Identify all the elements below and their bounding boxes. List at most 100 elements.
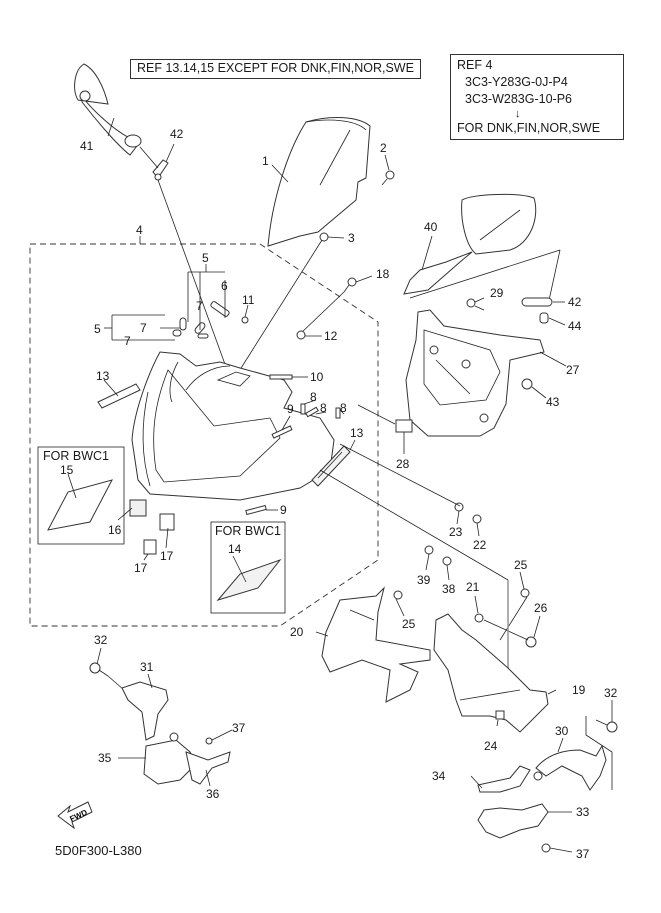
damper-8c[interactable]: [335, 407, 341, 419]
rivet-11[interactable]: [241, 316, 249, 324]
callout-3: 3: [348, 231, 355, 245]
callout-5b: 5: [94, 322, 101, 336]
mirror-left[interactable]: [74, 63, 142, 156]
bolt-32-left[interactable]: [89, 662, 109, 677]
emblem-strip-left[interactable]: [97, 383, 141, 409]
callout-16: 16: [108, 523, 122, 537]
nut-clip-24[interactable]: [495, 710, 505, 720]
graphic-15[interactable]: [47, 479, 113, 531]
screw-37-right[interactable]: [541, 843, 551, 853]
callout-37b: 37: [576, 847, 590, 861]
mirror-plate-right[interactable]: [521, 297, 553, 307]
callout-15: 15: [60, 463, 74, 477]
down-arrow-icon: ↓: [515, 108, 521, 120]
cap-17b[interactable]: [143, 539, 157, 555]
screw-38[interactable]: [442, 556, 452, 566]
screw-25b[interactable]: [393, 590, 403, 600]
mirror-plate-left[interactable]: [152, 159, 169, 181]
collar-26[interactable]: [525, 636, 537, 648]
callout-22: 22: [473, 538, 487, 552]
callout-12: 12: [324, 329, 338, 343]
upper-cowling[interactable]: [131, 351, 335, 501]
screw-18[interactable]: [343, 277, 357, 293]
windshield-screw[interactable]: [381, 170, 395, 186]
callouts: 1 2 3 4 5 5 6 7 7 7 8 8 8 9 9 10 11 12 1…: [60, 127, 618, 861]
callout-10: 10: [310, 370, 324, 384]
ref-note-ref4-code-1: 3C3-Y283G-0J-P4: [465, 75, 568, 89]
screw-37-left[interactable]: [205, 737, 213, 745]
callout-25b: 25: [402, 617, 416, 631]
callout-43: 43: [546, 395, 560, 409]
damper-8b[interactable]: [305, 406, 319, 418]
bolt-21[interactable]: [474, 613, 484, 623]
damper-9b[interactable]: [245, 504, 267, 516]
callout-38: 38: [442, 582, 456, 596]
callout-23: 23: [449, 525, 463, 539]
callout-6: 6: [221, 279, 228, 293]
callout-29: 29: [490, 286, 504, 300]
callout-8a: 8: [310, 390, 317, 404]
emblem[interactable]: [311, 445, 351, 487]
callout-14: 14: [228, 542, 242, 556]
callout-32b: 32: [604, 686, 618, 700]
emblem-14[interactable]: [216, 558, 282, 601]
screw-22[interactable]: [472, 514, 482, 524]
callout-19: 19: [572, 683, 586, 697]
callout-20: 20: [290, 625, 304, 639]
inner-panel-left[interactable]: [321, 586, 431, 703]
windshield[interactable]: [267, 116, 371, 247]
nut-12[interactable]: [296, 330, 306, 340]
callout-8c: 8: [340, 401, 347, 415]
callout-27: 27: [566, 363, 580, 377]
callout-35: 35: [98, 751, 112, 765]
cover-33[interactable]: [477, 803, 549, 839]
cover-left-35[interactable]: [143, 739, 197, 785]
callout-2: 2: [380, 141, 387, 155]
damper-9a[interactable]: [271, 425, 293, 439]
lamp-cover-16[interactable]: [129, 499, 147, 517]
callout-7b: 7: [140, 321, 147, 335]
cap-17a[interactable]: [159, 513, 175, 531]
seal-10[interactable]: [269, 374, 293, 380]
callout-31: 31: [140, 660, 154, 674]
damper-8a[interactable]: [300, 403, 306, 415]
bolt-29[interactable]: [466, 298, 485, 311]
inner-panel-right[interactable]: [433, 613, 549, 733]
mirror-right[interactable]: [403, 193, 537, 295]
windshield-nut[interactable]: [319, 232, 329, 242]
callout-37a: 37: [232, 721, 246, 735]
callout-40: 40: [424, 220, 438, 234]
washer-39[interactable]: [424, 545, 434, 555]
callout-24: 24: [484, 739, 498, 753]
plate-34[interactable]: [477, 765, 531, 793]
callout-42b: 42: [568, 295, 582, 309]
leader-lines: [67, 117, 613, 853]
dash-32-right: [585, 716, 613, 790]
assembly-boundary: [29, 243, 379, 627]
nut-43[interactable]: [521, 378, 533, 390]
cowling-stay-frame[interactable]: [405, 309, 545, 437]
callout-5a: 5: [202, 251, 209, 265]
bolt-32-right[interactable]: [595, 719, 618, 733]
callout-32a: 32: [94, 633, 108, 647]
ref-note-ref4-title: REF 4: [457, 58, 493, 72]
ref-note-except: REF 13.14,15 EXCEPT FOR DNK,FIN,NOR,SWE: [130, 59, 421, 79]
callout-13b: 13: [350, 426, 364, 440]
variant-box-14: [210, 521, 286, 614]
callout-7c: 7: [124, 334, 131, 348]
callout-41: 41: [80, 139, 94, 153]
plate-36[interactable]: [185, 751, 231, 785]
callout-33: 33: [576, 805, 590, 819]
ref-note-ref4: REF 4 3C3-Y283G-0J-P4 3C3-W283G-10-P6 ↓ …: [450, 54, 624, 140]
callout-9b: 9: [280, 503, 287, 517]
screw-25a[interactable]: [520, 588, 530, 598]
bracket-left[interactable]: [121, 681, 169, 741]
grommets[interactable]: [172, 301, 230, 339]
pad-28[interactable]: [395, 419, 413, 433]
variant-title-15: FOR BWC1: [43, 449, 109, 463]
variant-box-15: [37, 446, 125, 545]
collar-44[interactable]: [539, 312, 549, 324]
bracket-right[interactable]: [533, 744, 607, 791]
callout-18: 18: [376, 267, 390, 281]
callout-44: 44: [568, 319, 582, 333]
